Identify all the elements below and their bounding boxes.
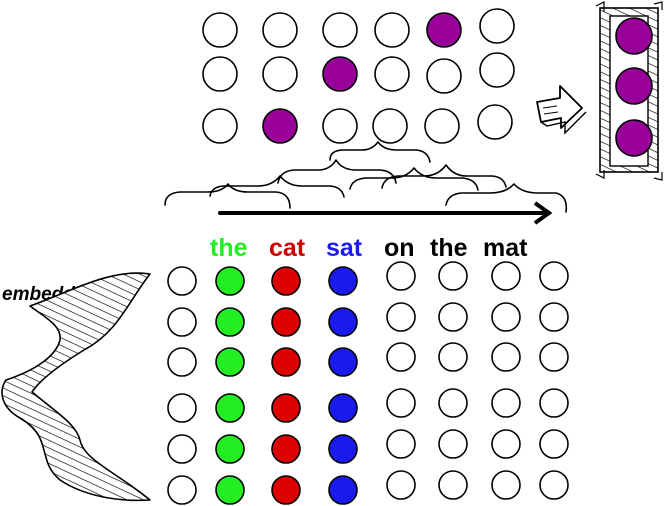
embedding-cell-cat <box>271 347 301 377</box>
embedding-cell-sat <box>328 266 358 296</box>
feature-map-cell <box>374 12 410 48</box>
embedding-cell <box>539 470 569 500</box>
embedding-cell <box>491 302 521 332</box>
word-on: on <box>384 234 415 262</box>
brace-5 <box>349 167 479 191</box>
right-arrow-icon <box>218 201 553 225</box>
embedding-cell <box>167 393 197 423</box>
feature-map-grid <box>202 8 515 144</box>
feature-map-cell-active <box>262 108 298 144</box>
embedding-cell <box>438 429 468 459</box>
embedding-cell <box>386 470 416 500</box>
pooled-output-column <box>595 1 663 181</box>
hatched-right-arrow-icon <box>536 85 587 135</box>
word-the: the <box>210 234 248 262</box>
feature-map-cell <box>322 108 358 144</box>
embedding-grid <box>167 261 569 505</box>
embedding-cell-cat <box>271 266 301 296</box>
embedding-cell <box>167 307 197 337</box>
embedding-cell-the <box>215 475 245 505</box>
word-the-2: the <box>430 234 468 262</box>
embedding-cell <box>386 429 416 459</box>
embedding-cell-the <box>215 307 245 337</box>
feature-map-cell <box>479 52 515 88</box>
embedding-cell <box>491 429 521 459</box>
pooled-output-cell <box>615 67 653 105</box>
embedding-cell-the <box>215 434 245 464</box>
feature-map-cell <box>477 104 513 140</box>
embedding-cell-cat <box>271 307 301 337</box>
embedding-cell-cat <box>271 475 301 505</box>
feature-map-cell-active <box>322 56 358 92</box>
embedding-cell <box>539 261 569 291</box>
embedding-cell-the <box>215 347 245 377</box>
embedding-cell-sat <box>328 307 358 337</box>
embedding-cell-sat <box>328 347 358 377</box>
feature-map-cell <box>262 56 298 92</box>
brace-1 <box>164 183 291 209</box>
feature-map-cell <box>372 108 408 144</box>
word-mat: mat <box>483 234 528 262</box>
embedding-cell-sat <box>328 393 358 423</box>
embedding-cell <box>167 266 197 296</box>
embedding-cell-the <box>215 266 245 296</box>
embedding-cell <box>438 388 468 418</box>
feature-map-cell <box>426 58 462 94</box>
feature-map-cell <box>374 56 410 92</box>
word-cat: cat <box>269 234 306 262</box>
pooled-output-cell <box>615 119 653 157</box>
feature-map-cell <box>322 12 358 48</box>
embedding-cell <box>167 347 197 377</box>
word-sat: sat <box>326 234 363 262</box>
brace-4 <box>329 141 431 163</box>
embedding-cell <box>491 470 521 500</box>
embedding-cell <box>438 261 468 291</box>
hatched-brace-icon <box>1 272 151 502</box>
embedding-cell <box>539 429 569 459</box>
embedding-cell <box>386 302 416 332</box>
embedding-cell <box>491 388 521 418</box>
feature-map-cell <box>479 8 515 44</box>
embedding-cell-the <box>215 393 245 423</box>
embedding-cell-cat <box>271 434 301 464</box>
pooled-output-cell <box>615 17 653 55</box>
embedding-cell <box>438 470 468 500</box>
feature-map-cell-active <box>426 12 462 48</box>
brace-3 <box>277 159 397 184</box>
embedding-cell <box>539 342 569 372</box>
embedding-cell-sat <box>328 434 358 464</box>
embedding-cell <box>438 342 468 372</box>
feature-map-cell <box>202 12 238 48</box>
feature-map-cell <box>202 56 238 92</box>
brace-7 <box>445 183 568 213</box>
embedding-cell <box>386 261 416 291</box>
embedding-cell <box>167 434 197 464</box>
sentence: the cat sat on the mat <box>210 234 528 262</box>
embedding-cell <box>386 342 416 372</box>
brace-6 <box>381 164 507 189</box>
embedding-cell <box>539 388 569 418</box>
feature-map-cell <box>424 108 460 144</box>
embedding-cell <box>491 342 521 372</box>
embedding-cell-sat <box>328 475 358 505</box>
embedding-cell <box>539 302 569 332</box>
embedding-cell-cat <box>271 393 301 423</box>
convolution-braces <box>164 141 568 213</box>
embedding-cell <box>167 475 197 505</box>
brace-2 <box>209 175 345 198</box>
embedding-cell <box>438 302 468 332</box>
embedding-cell <box>386 388 416 418</box>
feature-map-cell <box>202 108 238 144</box>
feature-map-cell <box>262 12 298 48</box>
embedding-cell <box>491 261 521 291</box>
